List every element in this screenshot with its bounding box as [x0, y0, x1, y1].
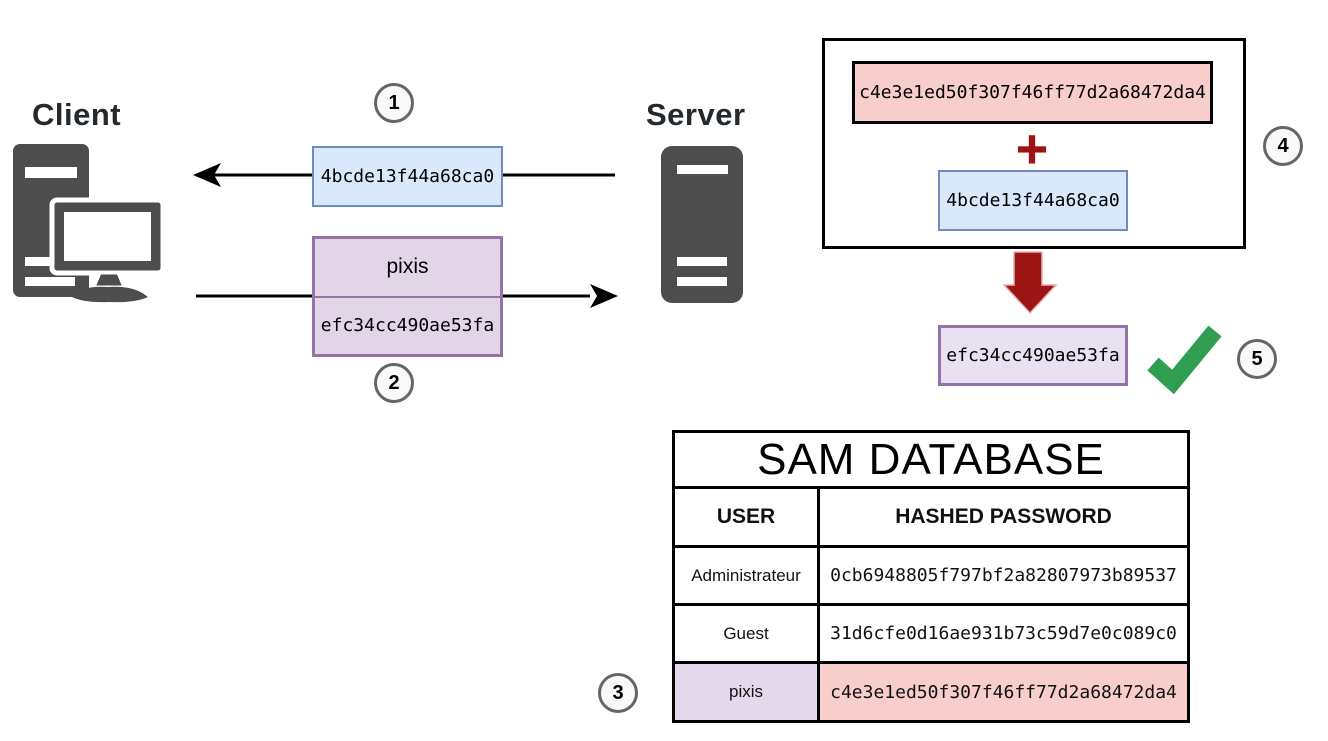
server-tower-icon [661, 146, 743, 303]
plus-icon: + [1015, 117, 1049, 180]
response-box: pixis efc34cc490ae53fa [312, 236, 503, 357]
step1-badge: 1 [374, 83, 414, 123]
step4-badge: 4 [1263, 126, 1303, 166]
table-row-pixis: pixis c4e3e1ed50f307f46ff77d2a68472da4 [675, 661, 1187, 720]
user-cell: Guest [675, 606, 820, 661]
step5-badge: 5 [1237, 339, 1277, 379]
computed-response-box: efc34cc490ae53fa [938, 325, 1128, 386]
column-header-user: USER [675, 489, 820, 545]
challenge-value-box: 4bcde13f44a68ca0 [312, 146, 503, 207]
user-cell: Administrateur [675, 548, 820, 603]
hash-cell: c4e3e1ed50f307f46ff77d2a68472da4 [820, 664, 1187, 720]
response-hash: efc34cc490ae53fa [320, 315, 495, 337]
table-row-administrateur: Administrateur 0cb6948805f797bf2a8280797… [675, 545, 1187, 603]
user-cell: pixis [675, 664, 820, 720]
response-username: pixis [315, 239, 500, 298]
table-row-guest: Guest 31d6cfe0d16ae931b73c59d7e0c089c0 [675, 603, 1187, 661]
client-computer-icon [13, 144, 166, 303]
sam-header-row: USER HASHED PASSWORD [675, 486, 1187, 545]
step3-badge: 3 [598, 673, 638, 713]
derive-arrow-icon [1002, 251, 1058, 315]
checkmark-icon [1147, 325, 1222, 394]
client-label: Client [32, 97, 122, 132]
column-header-hashed-password: HASHED PASSWORD [895, 505, 1112, 528]
server-label: Server [646, 97, 746, 132]
stored-hash-box: c4e3e1ed50f307f46ff77d2a68472da4 [852, 61, 1213, 124]
sam-database-title: SAM DATABASE [757, 434, 1105, 484]
challenge-copy-box: 4bcde13f44a68ca0 [938, 170, 1128, 231]
sam-database-table: SAM DATABASE USER HASHED PASSWORD Admini… [672, 430, 1190, 723]
step2-badge: 2 [374, 363, 414, 403]
hash-cell: 0cb6948805f797bf2a82807973b89537 [830, 565, 1177, 586]
hash-cell: 31d6cfe0d16ae931b73c59d7e0c089c0 [830, 623, 1177, 644]
